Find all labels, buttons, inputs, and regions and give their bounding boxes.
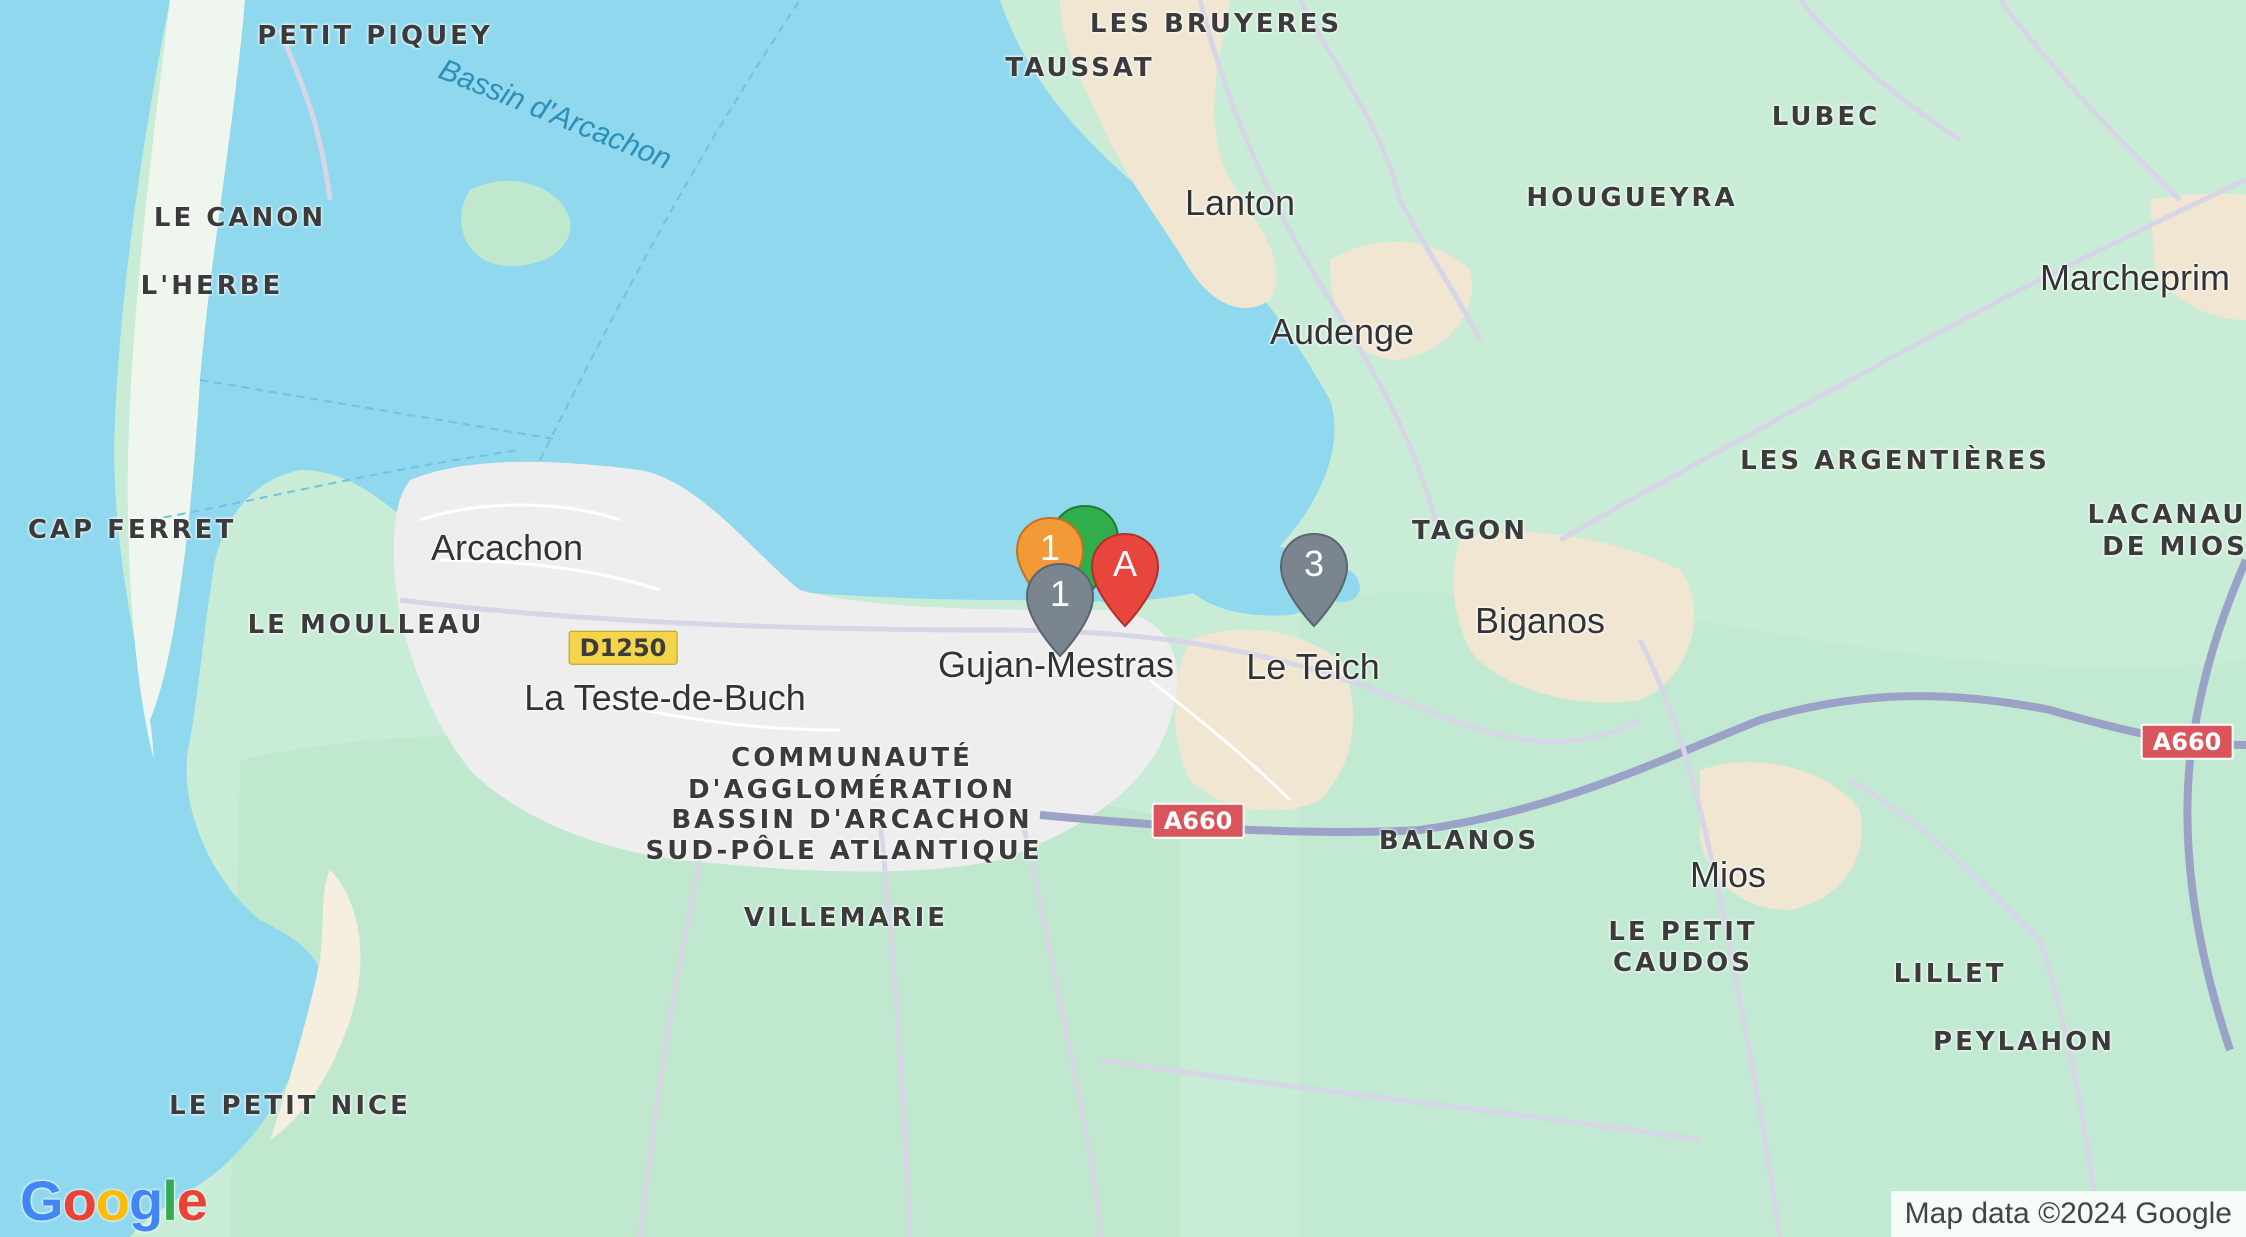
ocean xyxy=(0,0,170,1237)
a63-motorway xyxy=(2183,558,2246,1052)
label-cap-ferret: CAP FERRET xyxy=(27,515,237,545)
label-hougueyra: HOUGUEYRA xyxy=(1526,183,1738,213)
forest-area-east xyxy=(1300,592,2246,1237)
label-communaute-line-3: BASSIN D'ARCACHON xyxy=(671,805,1033,835)
marker-pin-icon xyxy=(1025,562,1095,658)
label-lillet: LILLET xyxy=(1893,959,2007,989)
minor-roads xyxy=(419,503,1292,802)
road-network xyxy=(277,0,2246,1237)
label-balanos: BALANOS xyxy=(1378,826,1540,856)
label-biganos: Biganos xyxy=(1474,600,1606,641)
label-villemarie: VILLEMARIE xyxy=(743,903,949,933)
label-le-petit-caudos-line-1: LE PETIT xyxy=(1608,917,1758,947)
google-logo-letter: g xyxy=(129,1169,163,1232)
road-shield-a660-east: A660 xyxy=(2140,723,2234,761)
suburb-taussat-lanton xyxy=(1060,0,1277,309)
label-arcachon: Arcachon xyxy=(430,527,584,568)
map-marker-gray-3[interactable]: 3 xyxy=(1278,532,1350,628)
label-audenge: Audenge xyxy=(1269,311,1415,352)
label-communaute-line-1: COMMUNAUTÉ xyxy=(731,743,973,773)
maritime-boundaries xyxy=(149,0,801,521)
label-le-canon: LE CANON xyxy=(153,203,327,233)
google-logo-letter: o xyxy=(95,1169,130,1232)
label-les-argentieres: LES ARGENTIÈRES xyxy=(1740,446,2050,476)
google-logo-letter: G xyxy=(20,1169,64,1232)
suburb-le-teich xyxy=(1175,629,1354,811)
marker-label: 1 xyxy=(1049,573,1071,614)
suburb-audenge xyxy=(1330,241,1472,360)
google-logo-letter: l xyxy=(162,1169,178,1232)
google-logo-letter: e xyxy=(176,1169,208,1232)
label-communaute-line-4: SUD-PÔLE ATLANTIQUE xyxy=(645,836,1043,866)
marker-label: 3 xyxy=(1303,543,1325,584)
road-shield-d1250: D1250 xyxy=(568,630,678,666)
map-marker-a[interactable]: A xyxy=(1089,532,1161,628)
label-lanton: Lanton xyxy=(1184,182,1296,223)
suburb-mios xyxy=(1700,762,1862,910)
dune-du-pilat xyxy=(270,870,361,1140)
label-le-petit-caudos-line-2: CAUDOS xyxy=(1613,948,1753,978)
label-lacanau-line-2: DE MIOS xyxy=(2102,532,2246,562)
label-mios: Mios xyxy=(1689,854,1767,895)
cap-ferret-peninsula xyxy=(127,0,245,780)
label-lacanau-line-1: LACANAU xyxy=(2087,500,2246,530)
label-lubec: LUBEC xyxy=(1771,102,1881,132)
label-le-teich: Le Teich xyxy=(1246,646,1380,687)
urban-arcachon-la-teste xyxy=(393,461,1178,872)
bassin-water xyxy=(60,0,1335,1237)
label-la-teste-de-buch: La Teste-de-Buch xyxy=(524,677,806,718)
label-peylahon: PEYLAHON xyxy=(1933,1027,2115,1057)
marker-label: 1 xyxy=(1039,527,1061,568)
marker-label: A xyxy=(1112,543,1137,584)
map-marker-gray-1[interactable]: 1 xyxy=(1024,562,1096,658)
suburb-biganos xyxy=(1453,531,1695,703)
label-communaute-line-2: D'AGGLOMÉRATION xyxy=(687,775,1017,805)
suburb-marcheprime xyxy=(2150,193,2246,320)
google-logo-letter: o xyxy=(62,1169,97,1232)
label-marcheprime: Marcheprim xyxy=(2039,257,2231,298)
label-tagon: TAGON xyxy=(1411,516,1529,546)
ile-aux-oiseaux xyxy=(461,181,571,266)
label-petit-piquey: PETIT PIQUEY xyxy=(257,21,493,51)
road-shield-a660: A660 xyxy=(1151,802,1245,840)
label-le-moulleau: LE MOULLEAU xyxy=(247,610,485,640)
label-le-petit-nice: LE PETIT NICE xyxy=(169,1091,411,1121)
a660-motorway xyxy=(1039,692,2246,836)
label-taussat: TAUSSAT xyxy=(1005,53,1155,83)
google-logo[interactable]: Google xyxy=(20,1168,208,1233)
label-l-herbe: L'HERBE xyxy=(140,271,284,301)
map-attribution[interactable]: Map data ©2024 Google xyxy=(1890,1191,2246,1237)
marker-pin-icon xyxy=(1090,532,1160,628)
label-les-bruyeres: LES BRUYERES xyxy=(1089,9,1343,39)
marker-pin-icon xyxy=(1279,532,1349,628)
